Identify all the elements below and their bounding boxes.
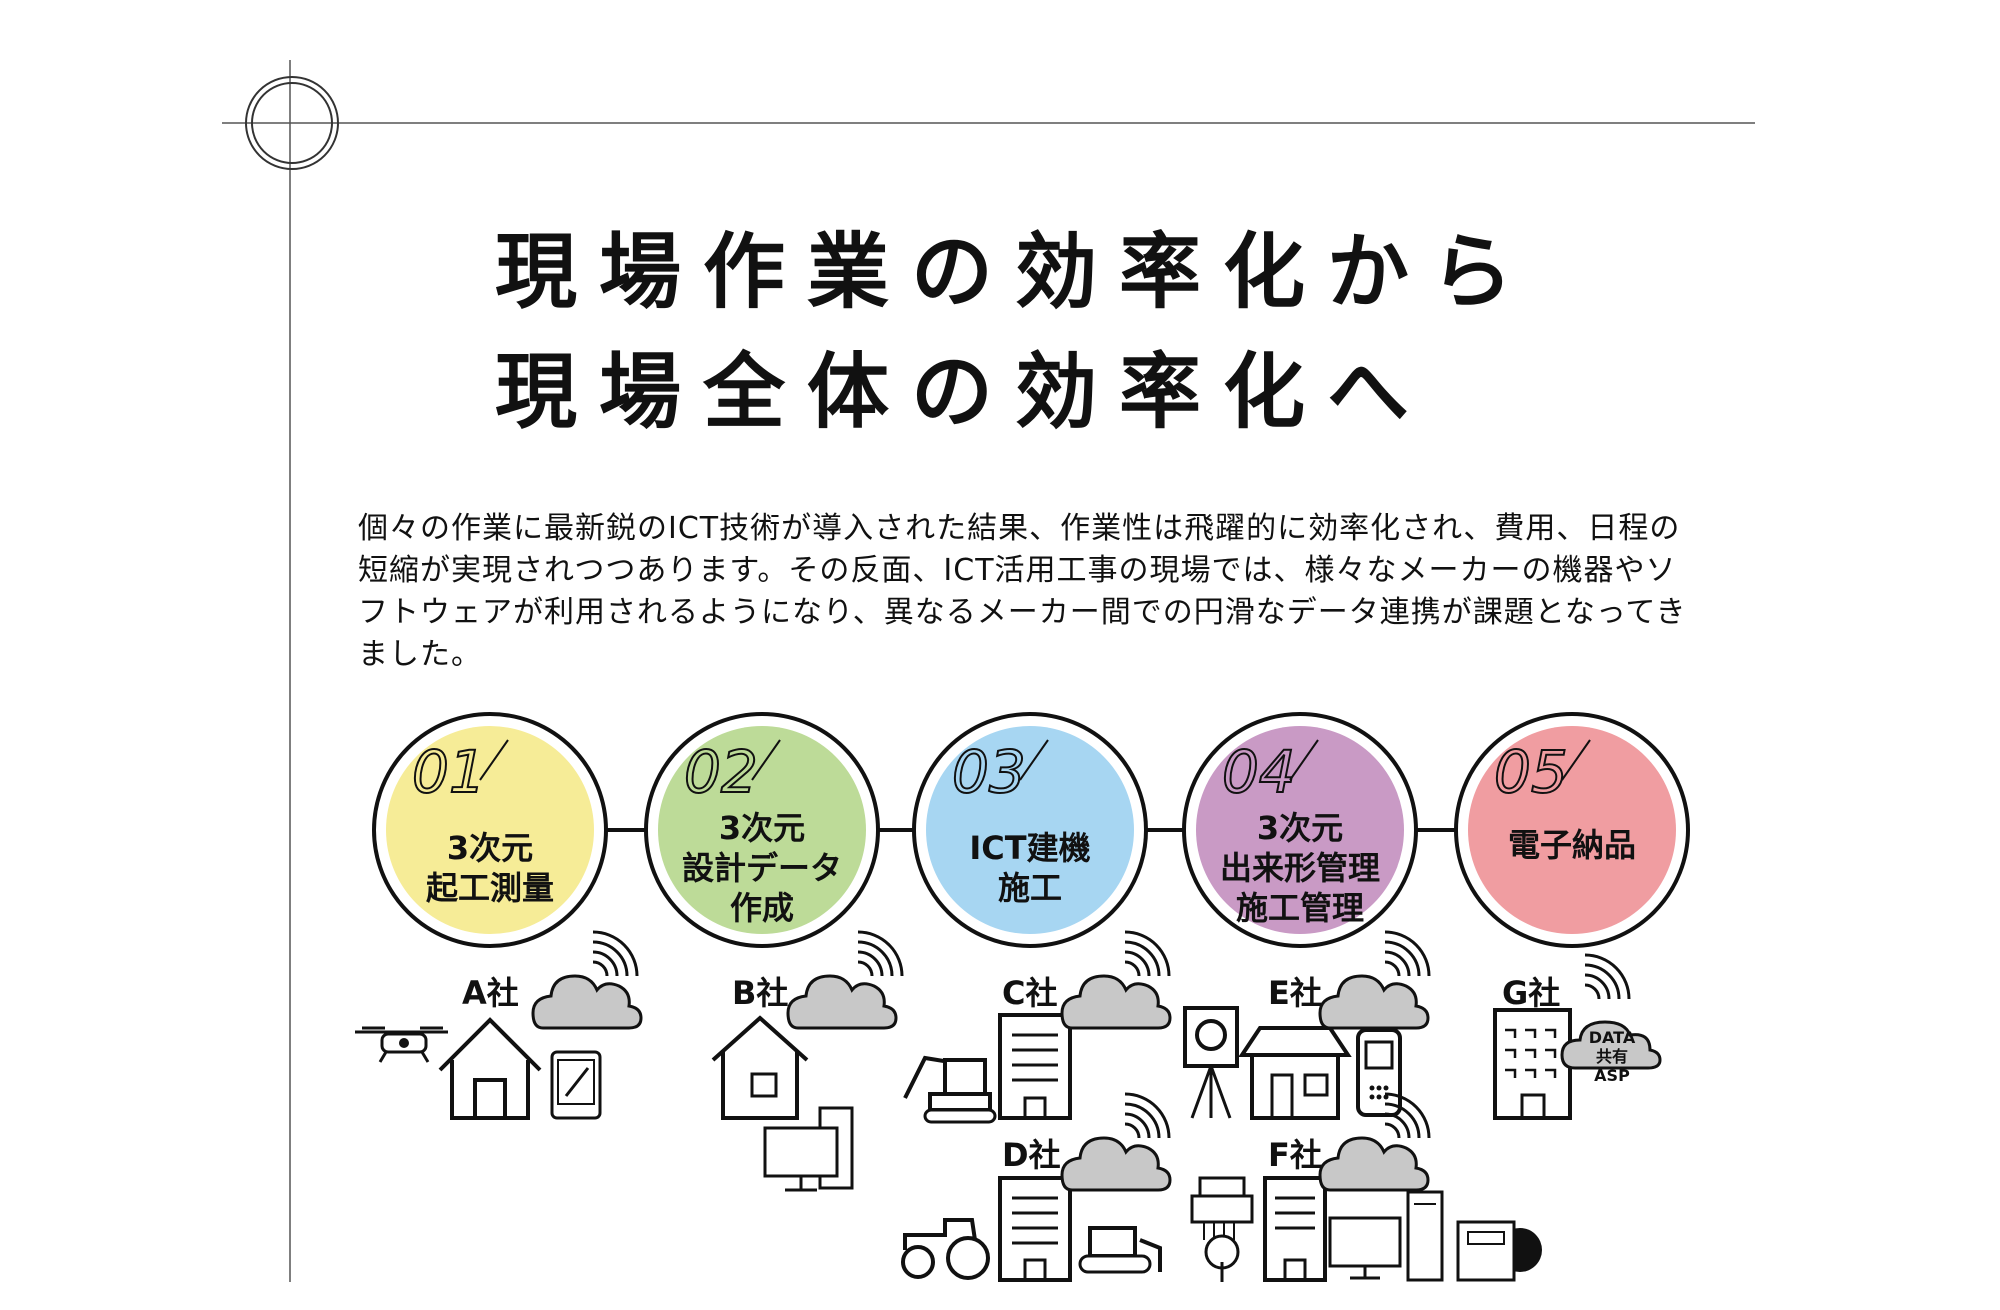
page-title-line-1: 現場作業の効率化から [495,225,1536,320]
stage-label-4: 3次元 出来形管理 施工管理 [1219,809,1380,927]
cloud-icon [1060,1136,1172,1192]
company-label-b: B社 [732,974,789,1012]
tree-icon [1204,1234,1240,1282]
tractor-icon [901,1218,990,1280]
company-label-e: E社 [1268,974,1322,1012]
survey-controller-icon [1356,1028,1402,1117]
cloud-icon [1318,1136,1430,1192]
data-cloud-icon [1560,1020,1662,1070]
cloud-icon [786,974,898,1030]
data-label: DATA [1588,1028,1636,1047]
disc-drive-icon [1456,1220,1542,1282]
company-label-f: F社 [1268,1136,1322,1174]
company-label-a: A社 [462,974,519,1012]
office-building-icon [998,1176,1072,1282]
shared-asp-label: 共有ASP [1594,1047,1630,1085]
stage-circle-4: 04 [1182,712,1418,948]
stage-circle-2: 02 [644,712,880,948]
monitor-icon [1328,1216,1402,1280]
office-building-icon [1263,1176,1327,1282]
house-icon [1238,1026,1352,1120]
stage-number-1: 01 [412,738,486,806]
office-building-icon [998,1013,1072,1120]
stage-number-4: 04 [1222,738,1296,806]
server-tower-icon [1406,1190,1444,1282]
desktop-computer-icon [763,1106,854,1192]
stage-number-3: 03 [952,738,1026,806]
intro-paragraph: 個々の作業に最新鋭のICT技術が導入された結果、作業性は飛躍的に効率化され、費用… [358,511,1687,672]
stage-label-5: 電子納品 [1507,826,1636,864]
wireless-signal-icon [856,930,904,978]
company-label-g: G社 [1502,974,1561,1012]
stage-number-2: 02 [684,738,758,806]
house-icon [711,1015,809,1120]
page-title-line-2: 現場全体の効率化へ [495,345,1432,440]
cloud-icon [1060,974,1172,1030]
bulldozer-icon [1078,1226,1162,1274]
stage-number-5: 05 [1494,738,1568,806]
wireless-signal-icon [1383,930,1431,978]
stage-label-3: ICT建機 施工 [969,829,1091,907]
house-icon [438,1017,542,1120]
data-asp-label: DATA 共有ASP [1582,1028,1642,1085]
company-label-c: C社 [1002,974,1058,1012]
wireless-signal-icon [1123,1092,1171,1140]
wireless-signal-icon [591,930,639,978]
office-building-icon [1493,1008,1572,1120]
company-label-d: D社 [1002,1136,1061,1174]
total-station-icon [1183,1006,1239,1119]
stage-circle-1: 01 [372,712,608,948]
tablet-icon [550,1050,602,1120]
wireless-signal-icon [1583,953,1631,1001]
wireless-signal-icon [1123,930,1171,978]
stage-circle-5: 05 [1454,712,1690,948]
stage-label-1: 3次元 起工測量 [425,829,554,907]
cloud-icon [1318,974,1430,1030]
stage-label-2: 3次元 設計データ 作成 [681,809,842,927]
excavator-icon [903,1055,997,1124]
printer-icon [1190,1176,1254,1240]
drone-icon [355,1026,448,1063]
stage-circle-3: 03 [912,712,1148,948]
cloud-icon [531,974,643,1030]
